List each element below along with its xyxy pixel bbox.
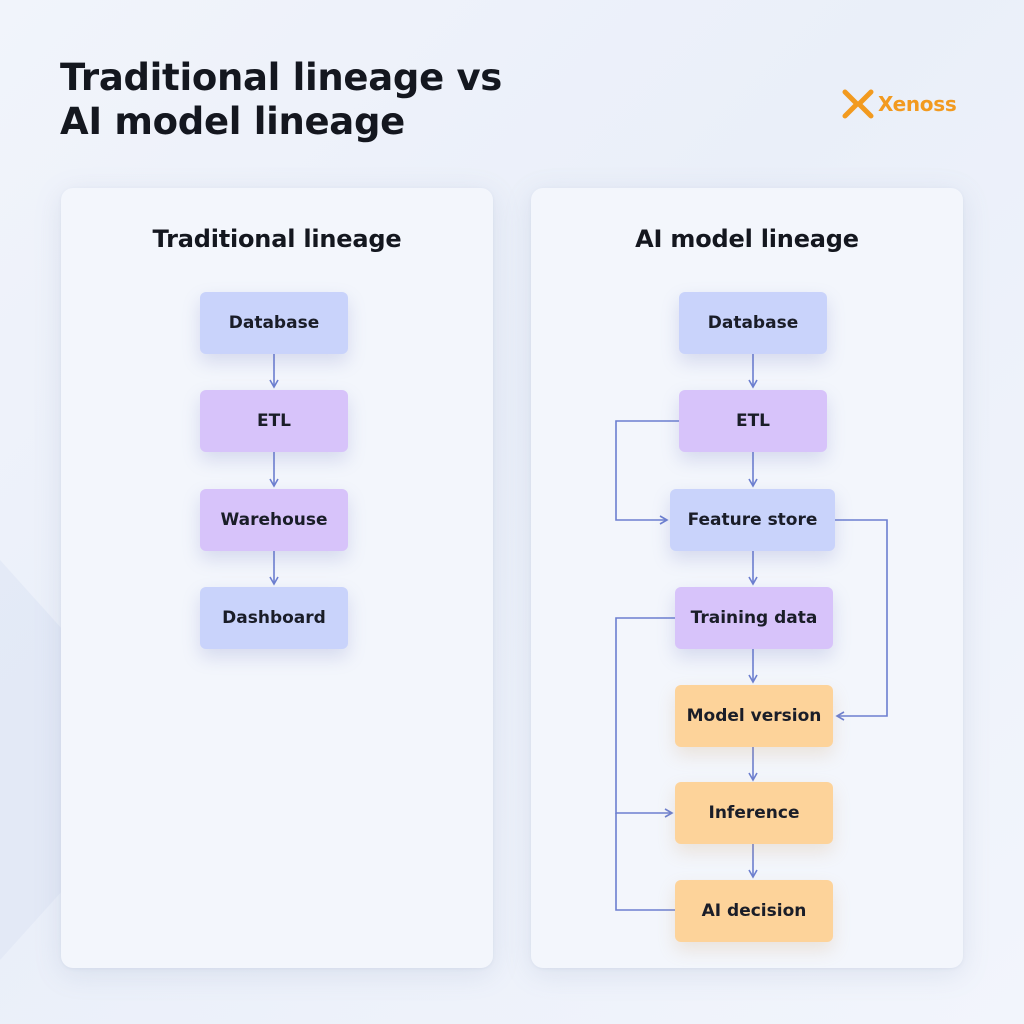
ai-node-inference-label: Inference (708, 803, 800, 823)
page-title: Traditional lineage vs AI model lineage (60, 56, 620, 144)
brand-logo: Xenoss (842, 89, 957, 119)
ai-node-ai-decision-label: AI decision (701, 901, 807, 921)
trad-node-etl: ETL (200, 390, 348, 452)
ai-node-training-data: Training data (675, 587, 833, 649)
ai-node-training-data-label: Training data (690, 608, 818, 628)
ai-node-model-version-label: Model version (686, 706, 822, 726)
trad-node-dashboard-label: Dashboard (222, 608, 326, 628)
trad-node-database: Database (200, 292, 348, 354)
trad-node-database-label: Database (228, 313, 320, 333)
page-title-line-1: Traditional lineage vs (60, 56, 502, 99)
ai-node-feature-store: Feature store (670, 489, 835, 551)
ai-node-database-label: Database (707, 313, 799, 333)
ai-node-etl-label: ETL (735, 411, 771, 431)
xenoss-logo-icon (842, 89, 874, 119)
trad-node-etl-label: ETL (256, 411, 292, 431)
traditional-lineage-title: Traditional lineage (152, 225, 402, 253)
page-title-line-2: AI model lineage (60, 100, 405, 143)
ai-node-inference: Inference (675, 782, 833, 844)
ai-node-database: Database (679, 292, 827, 354)
trad-node-warehouse: Warehouse (200, 489, 348, 551)
ai-node-ai-decision: AI decision (675, 880, 833, 942)
brand-logo-text: Xenoss (878, 92, 957, 116)
trad-node-dashboard: Dashboard (200, 587, 348, 649)
ai-model-lineage-title: AI model lineage (635, 225, 859, 253)
ai-node-etl: ETL (679, 390, 827, 452)
trad-node-warehouse-label: Warehouse (220, 510, 328, 530)
ai-node-model-version: Model version (675, 685, 833, 747)
ai-node-feature-store-label: Feature store (687, 510, 818, 530)
